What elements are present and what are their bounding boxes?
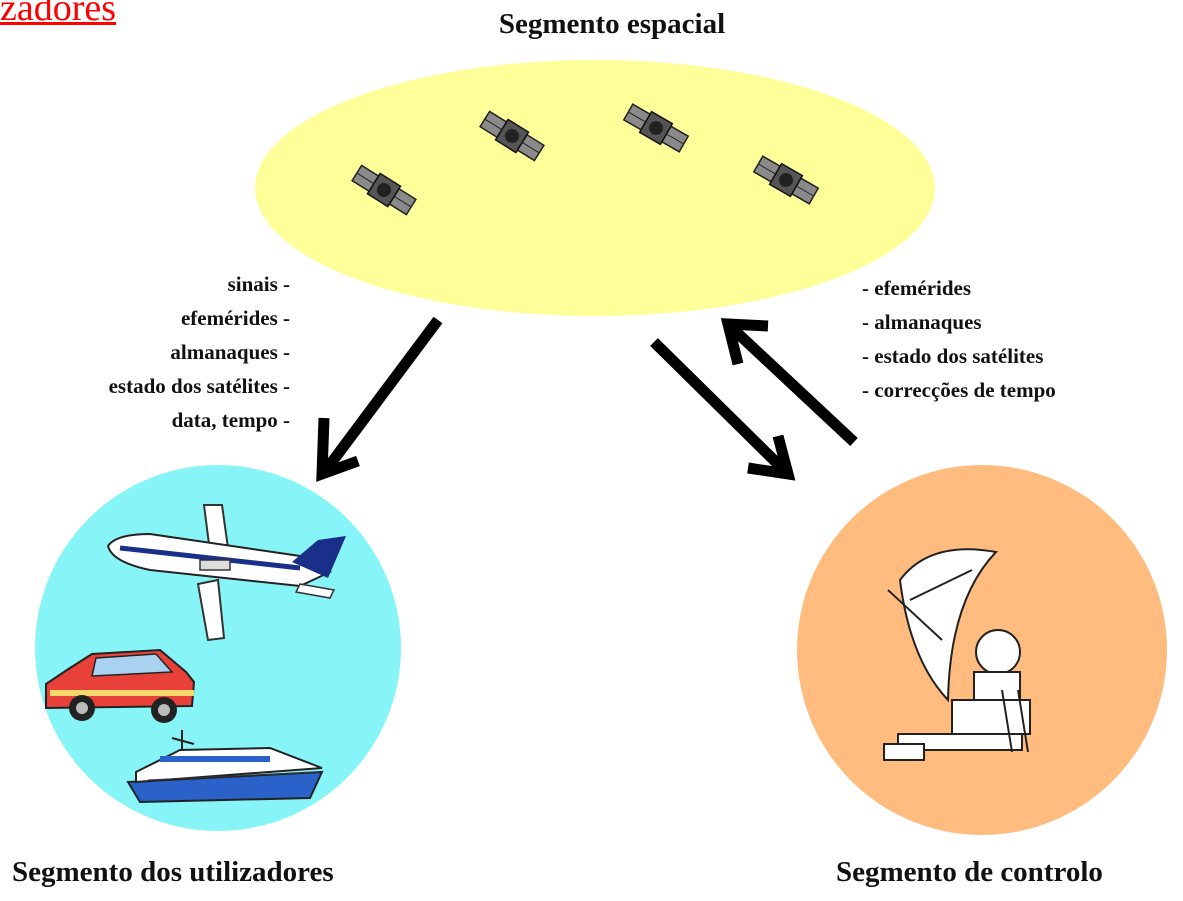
uplink-label: - efemérides [862,276,972,300]
downlink-label: efemérides - [180,306,290,330]
satellites-group [351,103,820,216]
space-segment-ellipse [255,60,935,316]
uplink-label-list: - efemérides - almanaques - estado dos s… [862,271,1056,407]
arrow-control-to-space [720,318,858,447]
car-icon [45,648,196,723]
users-segment-title: Segmento dos utilizadores [12,856,334,888]
airplane-icon [106,504,346,642]
antenna-icon [883,548,1031,761]
uplink-label: - estado dos satélites [862,344,1044,368]
arrow-space-to-control [650,338,796,481]
arrow-space-to-users [316,316,443,482]
boat-icon [126,730,324,804]
satellite-icon [351,164,417,216]
control-segment-title: Segmento de controlo [836,856,1103,888]
uplink-label: - almanaques [862,310,982,334]
satellite-icon [752,155,820,205]
downlink-label: estado dos satélites - [108,374,290,398]
header-link[interactable]: zadores [0,0,117,29]
satellite-icon [622,103,690,153]
satellite-icon [479,110,545,162]
downlink-label: almanaques - [170,340,290,364]
uplink-label: - correcções de tempo [862,378,1056,402]
space-segment-title: Segmento espacial [498,8,726,40]
downlink-label-list: sinais - efemérides - almanaques - estad… [10,267,290,437]
downlink-label: data, tempo - [171,408,290,432]
downlink-label: sinais - [227,272,290,296]
